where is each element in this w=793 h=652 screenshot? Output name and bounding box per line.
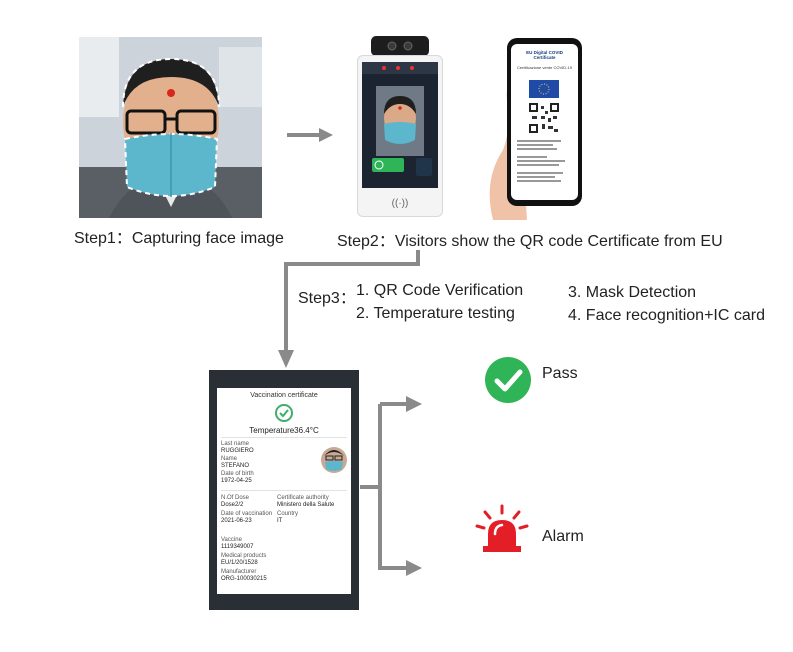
certificate-title: Vaccination certificate	[250, 392, 318, 399]
step3-item-3: 3. Mask Detection	[568, 284, 697, 301]
branch-arrows	[360, 396, 422, 576]
cert-title: EU Digital COVID Certificate	[526, 50, 563, 60]
field-value: Dose2/2	[221, 502, 244, 508]
step1-caption: Step1：Capturing face image	[74, 230, 284, 247]
field-label: N.Of Dose	[221, 495, 250, 501]
field-value: STEFANO	[221, 463, 250, 469]
siren-icon	[475, 504, 529, 552]
connector-to-result	[278, 250, 420, 368]
field-label: Date of vaccination	[221, 511, 273, 517]
step3-item-4: 4. Face recognition+IC card	[568, 307, 765, 324]
field-label: Vaccine	[221, 537, 242, 543]
eu-flag-icon	[529, 80, 559, 98]
field-label: Date of birth	[221, 471, 254, 477]
face-photo-illustration	[79, 37, 262, 218]
qr-code-icon	[528, 102, 560, 134]
face-thumbnail	[321, 447, 347, 473]
field-value: Ministero della Salute	[277, 502, 335, 508]
field-label: Name	[221, 456, 238, 462]
temperature-reading: Temperature36.4°C	[249, 426, 319, 435]
svg-text:((·)): ((·))	[392, 198, 409, 209]
field-value: ORG-100030215	[221, 576, 267, 582]
field-value: 1119349007	[221, 544, 254, 550]
step3-label: Step3：	[298, 290, 356, 307]
step3-item-1: 1. QR Code Verification	[356, 282, 524, 299]
cert-subtitle: Certificazione verde COVID-19	[517, 65, 572, 70]
step2-caption: Step2：Visitors show the QR code Certific…	[337, 233, 723, 250]
cert-text-lines	[517, 140, 565, 182]
field-label: Country	[277, 511, 299, 517]
pass-label: Pass	[542, 365, 578, 382]
field-label: Last name	[221, 441, 250, 447]
step1-face-photo	[79, 37, 262, 218]
terminal-screen-illustration: ((·))	[362, 62, 438, 209]
field-value: 2021-06-23	[221, 518, 252, 524]
device-camera-bar	[371, 36, 429, 56]
eu-certificate-screen: EU Digital COVID Certificate Certificazi…	[511, 44, 578, 200]
verification-result-screen: Vaccination certificate Temperature36.4°…	[209, 370, 359, 610]
field-value: IT	[277, 518, 283, 524]
field-value: 1972-04-25	[221, 478, 252, 484]
field-value: EU/1/20/1528	[221, 560, 258, 566]
step3-item-2: 2. Temperature testing	[356, 305, 515, 322]
vaccination-certificate-card: Vaccination certificate Temperature36.4°…	[217, 388, 351, 594]
arrow-step1-to-step2	[287, 128, 333, 142]
field-label: Manufacturer	[221, 569, 257, 575]
field-label: Medical products	[221, 553, 267, 559]
phone: EU Digital COVID Certificate Certificazi…	[507, 38, 582, 206]
check-circle-icon	[485, 357, 531, 403]
face-recognition-terminal: ((·))	[357, 55, 443, 217]
alarm-label: Alarm	[542, 528, 584, 545]
field-value: RUGGIERO	[221, 448, 254, 454]
field-label: Certificate authority	[277, 495, 329, 501]
verified-check-icon	[275, 404, 293, 422]
